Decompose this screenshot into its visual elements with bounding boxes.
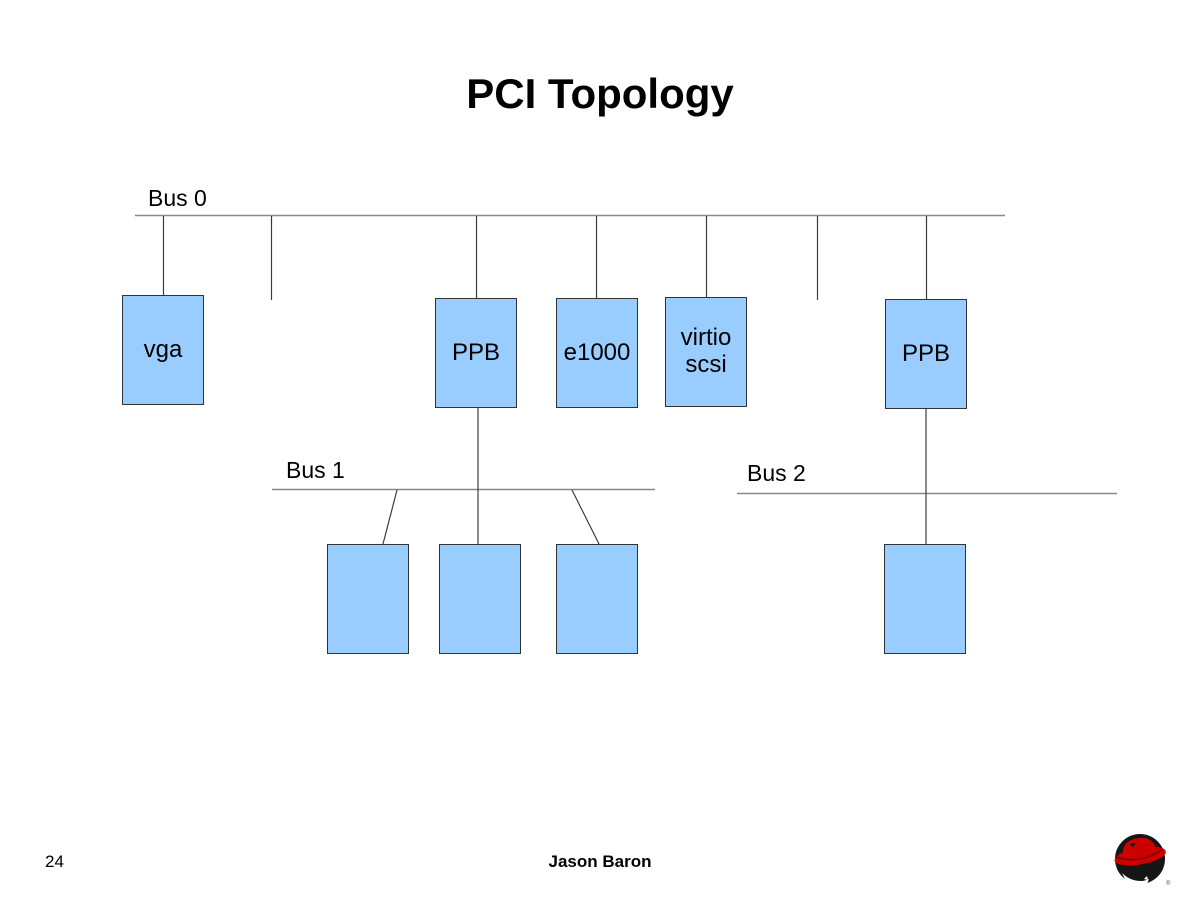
author-name: Jason Baron	[548, 852, 652, 871]
device-box-e1000: e1000	[556, 298, 638, 408]
bus1-diagonal-left	[382, 489, 398, 545]
registered-mark: ®	[1166, 880, 1171, 887]
red-hat-logo-icon: ®	[1114, 834, 1171, 888]
device-box-ppb-bus2: PPB	[885, 299, 967, 409]
device-box-ppb-bus1: PPB	[435, 298, 517, 408]
bus0-label: Bus 0	[148, 185, 207, 211]
device-box-bus1-empty-3	[556, 544, 638, 654]
page-title: PCI Topology	[466, 70, 734, 117]
device-box-bus1-empty-1	[327, 544, 409, 654]
page-number: 24	[45, 852, 64, 871]
bus1-diagonal-right	[571, 489, 600, 545]
device-box-bus1-empty-2	[439, 544, 521, 654]
bus1-label: Bus 1	[286, 457, 345, 483]
bus2-label: Bus 2	[747, 460, 806, 486]
device-box-virtio-scsi: virtio scsi	[665, 297, 747, 407]
device-box-bus2-empty-1	[884, 544, 966, 654]
device-box-vga: vga	[122, 295, 204, 405]
